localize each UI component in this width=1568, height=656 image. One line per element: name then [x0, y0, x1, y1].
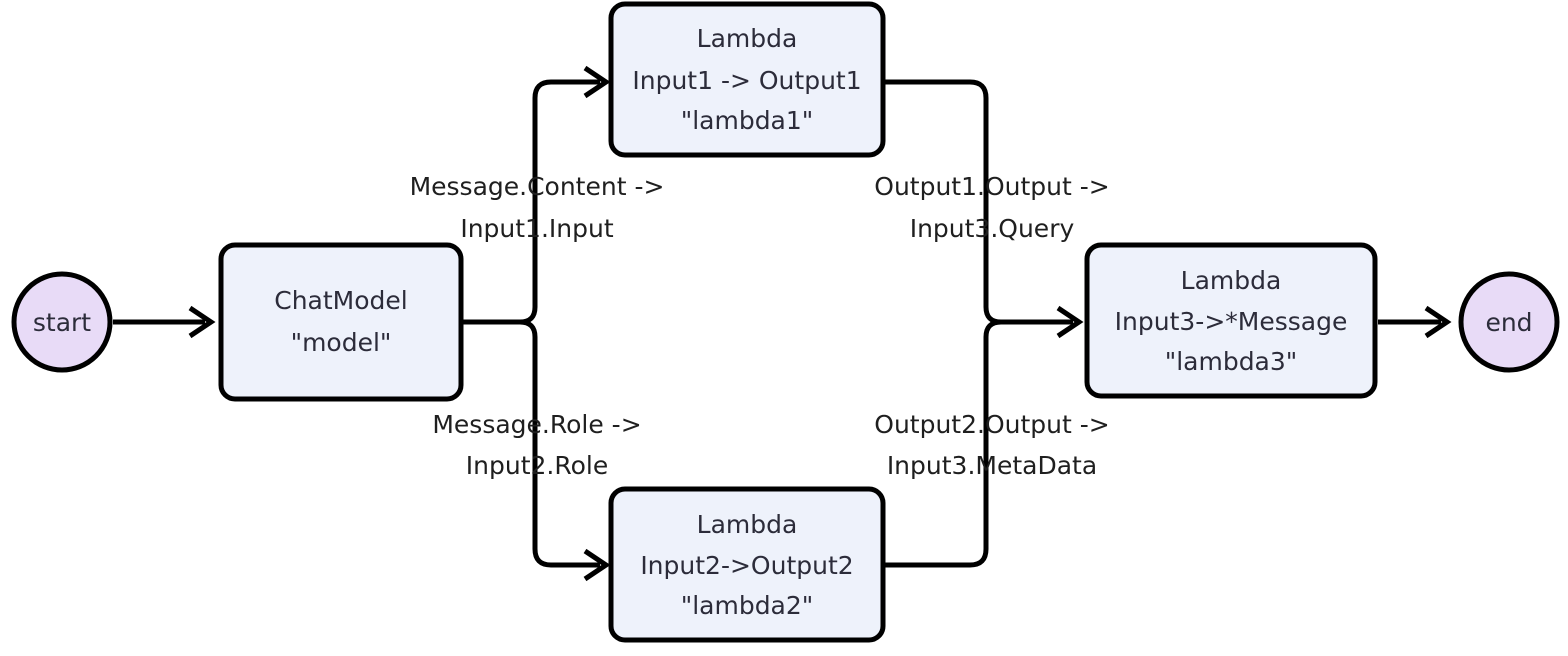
edge-label-line2: Input3.MetaData [887, 451, 1097, 480]
lambda1-label-line2: Input1 -> Output1 [632, 66, 861, 95]
edge-line [983, 319, 1073, 338]
lambda3-label-line2: Input3->*Message [1115, 307, 1348, 336]
edge-line [532, 337, 600, 568]
edge-lambda1-to-lambda3: Output1.Output -> Input3.Query [874, 79, 1110, 307]
edge-label-line2: Input2.Role [466, 451, 608, 480]
edge-label-line1: Message.Role -> [432, 410, 641, 439]
chatmodel-label-line2: "model" [291, 328, 392, 357]
node-lambda1[interactable]: Lambda Input1 -> Output1 "lambda1" [608, 1, 886, 158]
node-start[interactable]: start [11, 271, 113, 373]
edge-chatmodel-to-lambda2: Message.Role -> Input2.Role [432, 337, 642, 582]
arrow-head-icon [1056, 305, 1084, 339]
edge-label-line1: Message.Content -> [410, 172, 665, 201]
end-circle[interactable] [1458, 271, 1560, 373]
lambda3-box[interactable] [1084, 242, 1378, 399]
arrow-head-icon [188, 305, 216, 339]
edge-label-line2: Input1.Input [460, 214, 614, 243]
edge-label-line1: Output2.Output -> [874, 410, 1109, 439]
edge-line [885, 79, 989, 307]
edge-chatmodel-to-lambda1: Message.Content -> Input1.Input [410, 65, 665, 307]
edge-label-line2: Input3.Query [910, 214, 1075, 243]
edge-line [532, 79, 600, 307]
node-lambda3[interactable]: Lambda Input3->*Message "lambda3" [1084, 242, 1378, 399]
arrow-head-icon [1424, 305, 1452, 339]
node-chatmodel[interactable]: ChatModel "model" [218, 242, 464, 402]
edge-start-to-chatmodel [113, 305, 216, 339]
lambda2-box[interactable] [608, 486, 886, 643]
lambda2-label-line3: "lambda2" [681, 591, 814, 620]
lambda1-label-line3: "lambda1" [681, 106, 814, 135]
edge-line [885, 337, 989, 568]
lambda2-label-line2: Input2->Output2 [640, 551, 853, 580]
edge-merge-to-lambda3 [983, 305, 1084, 339]
arrow-head-icon [583, 65, 611, 99]
lambda2-label-line1: Lambda [697, 510, 798, 539]
edge-lambda2-to-lambda3: Output2.Output -> Input3.MetaData [874, 337, 1110, 568]
edge-lambda3-to-end [1378, 305, 1452, 339]
lambda3-label-line3: "lambda3" [1165, 347, 1298, 376]
end-label: end [1485, 308, 1532, 337]
edge-line [463, 319, 538, 338]
lambda1-label-line1: Lambda [697, 24, 798, 53]
lambda1-box[interactable] [608, 1, 886, 158]
edge-label-line1: Output1.Output -> [874, 172, 1109, 201]
lambda3-label-line1: Lambda [1181, 266, 1282, 295]
arrow-head-icon [583, 548, 611, 582]
start-circle[interactable] [11, 271, 113, 373]
node-lambda2[interactable]: Lambda Input2->Output2 "lambda2" [608, 486, 886, 643]
edge-chatmodel-split-stem [463, 306, 538, 338]
chatmodel-box[interactable] [218, 242, 464, 402]
start-label: start [33, 308, 91, 337]
node-end[interactable]: end [1458, 271, 1560, 373]
chatmodel-label-line1: ChatModel [274, 286, 407, 315]
